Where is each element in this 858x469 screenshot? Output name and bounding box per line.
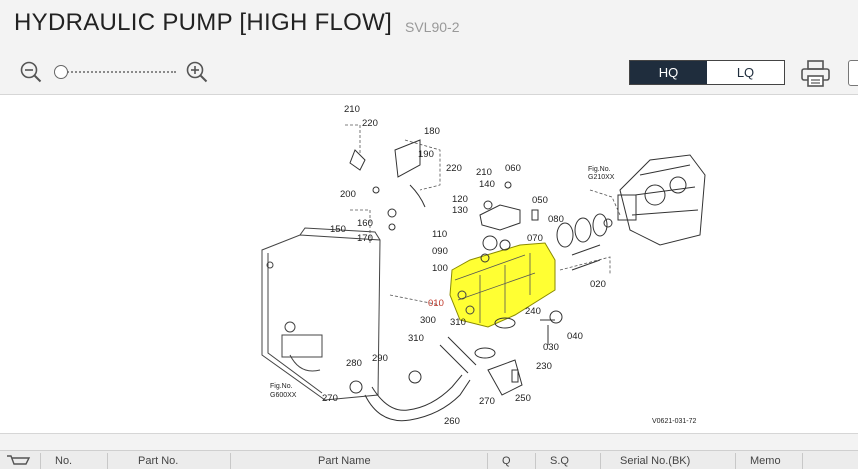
fig-ref-g600[interactable]: G600XX (270, 392, 297, 399)
part-label[interactable]: 260 (444, 416, 460, 427)
fig-ref-g210[interactable]: G210XX (588, 174, 615, 181)
zoom-slider-handle[interactable] (54, 65, 68, 79)
part-label[interactable]: 120 (452, 194, 468, 205)
fig-no-label: Fig.No. (588, 166, 611, 173)
part-label-highlighted[interactable]: 010 (428, 298, 444, 309)
column-header-sq[interactable]: S.Q (550, 455, 569, 467)
column-header-part-name[interactable]: Part Name (318, 455, 371, 467)
part-label[interactable]: 170 (357, 233, 373, 244)
part-label[interactable]: 200 (340, 189, 356, 200)
quality-hq-button[interactable]: HQ (630, 61, 707, 84)
model-code: SVL90-2 (405, 19, 460, 35)
part-label[interactable]: 220 (446, 163, 462, 174)
parts-table-header: No. Part No. Part Name Q S.Q Serial No.(… (0, 450, 858, 469)
part-label[interactable]: 230 (536, 361, 552, 372)
part-label[interactable]: 310 (450, 317, 466, 328)
column-header-q[interactable]: Q (502, 455, 511, 467)
part-label[interactable]: 290 (372, 353, 388, 364)
cart-icon[interactable] (6, 454, 32, 468)
part-label[interactable]: 110 (432, 229, 447, 240)
quality-lq-button[interactable]: LQ (707, 61, 784, 84)
part-label[interactable]: 220 (362, 118, 378, 129)
part-label[interactable]: 040 (567, 331, 583, 342)
column-header-no[interactable]: No. (55, 455, 73, 467)
part-label[interactable]: 130 (452, 205, 468, 216)
part-label[interactable]: 150 (330, 224, 346, 235)
part-label[interactable]: 080 (548, 214, 564, 225)
part-label[interactable]: 310 (408, 333, 424, 344)
part-label[interactable]: 180 (424, 126, 440, 137)
print-icon[interactable] (800, 59, 831, 88)
part-label[interactable]: 020 (590, 279, 606, 290)
hose-parts (349, 139, 613, 422)
column-header-memo[interactable]: Memo (750, 455, 781, 467)
part-label[interactable]: 210 (476, 167, 492, 178)
part-label[interactable]: 050 (532, 195, 548, 206)
zoom-slider-track[interactable] (60, 71, 176, 73)
tank-drawing (261, 227, 381, 401)
more-button[interactable] (848, 60, 858, 86)
part-label[interactable]: 240 (525, 306, 541, 317)
column-header-part-no[interactable]: Part No. (138, 455, 179, 467)
part-label[interactable]: 030 (543, 342, 559, 353)
title-bar: HYDRAULIC PUMP [HIGH FLOW] SVL90-2 (0, 0, 858, 50)
leader-lines (345, 124, 621, 306)
part-label[interactable]: 100 (432, 263, 448, 274)
exploded-view-drawing: 210 220 180 190 220 210 060 140 200 120 … (261, 104, 706, 427)
part-label[interactable]: 160 (357, 218, 373, 229)
part-label[interactable]: 210 (344, 104, 360, 115)
part-label[interactable]: 140 (479, 179, 495, 190)
zoom-in-icon[interactable] (186, 61, 208, 83)
column-header-serial[interactable]: Serial No.(BK) (620, 455, 691, 467)
part-label[interactable]: 280 (346, 358, 362, 369)
part-label[interactable]: 190 (418, 149, 434, 160)
part-label[interactable]: 270 (322, 393, 338, 404)
page-title: HYDRAULIC PUMP [HIGH FLOW] (14, 9, 393, 36)
quality-toggle: HQ LQ (629, 60, 785, 85)
engine-drawing (617, 154, 706, 246)
part-label[interactable]: 090 (432, 246, 448, 257)
figure-references: Fig.No. G210XX Fig.No. G600XX V0621-031-… (270, 166, 696, 425)
part-label[interactable]: 060 (505, 163, 521, 174)
drawing-code: V0621-031-72 (652, 418, 696, 425)
part-label[interactable]: 250 (515, 393, 531, 404)
part-label[interactable]: 270 (479, 396, 495, 407)
part-label[interactable]: 070 (527, 233, 543, 244)
part-label[interactable]: 300 (420, 315, 436, 326)
zoom-out-icon[interactable] (20, 61, 42, 83)
part-labels: 210 220 180 190 220 210 060 140 200 120 … (322, 104, 606, 427)
parts-diagram[interactable]: 210 220 180 190 220 210 060 140 200 120 … (0, 95, 858, 434)
fig-no-label: Fig.No. (270, 383, 293, 390)
